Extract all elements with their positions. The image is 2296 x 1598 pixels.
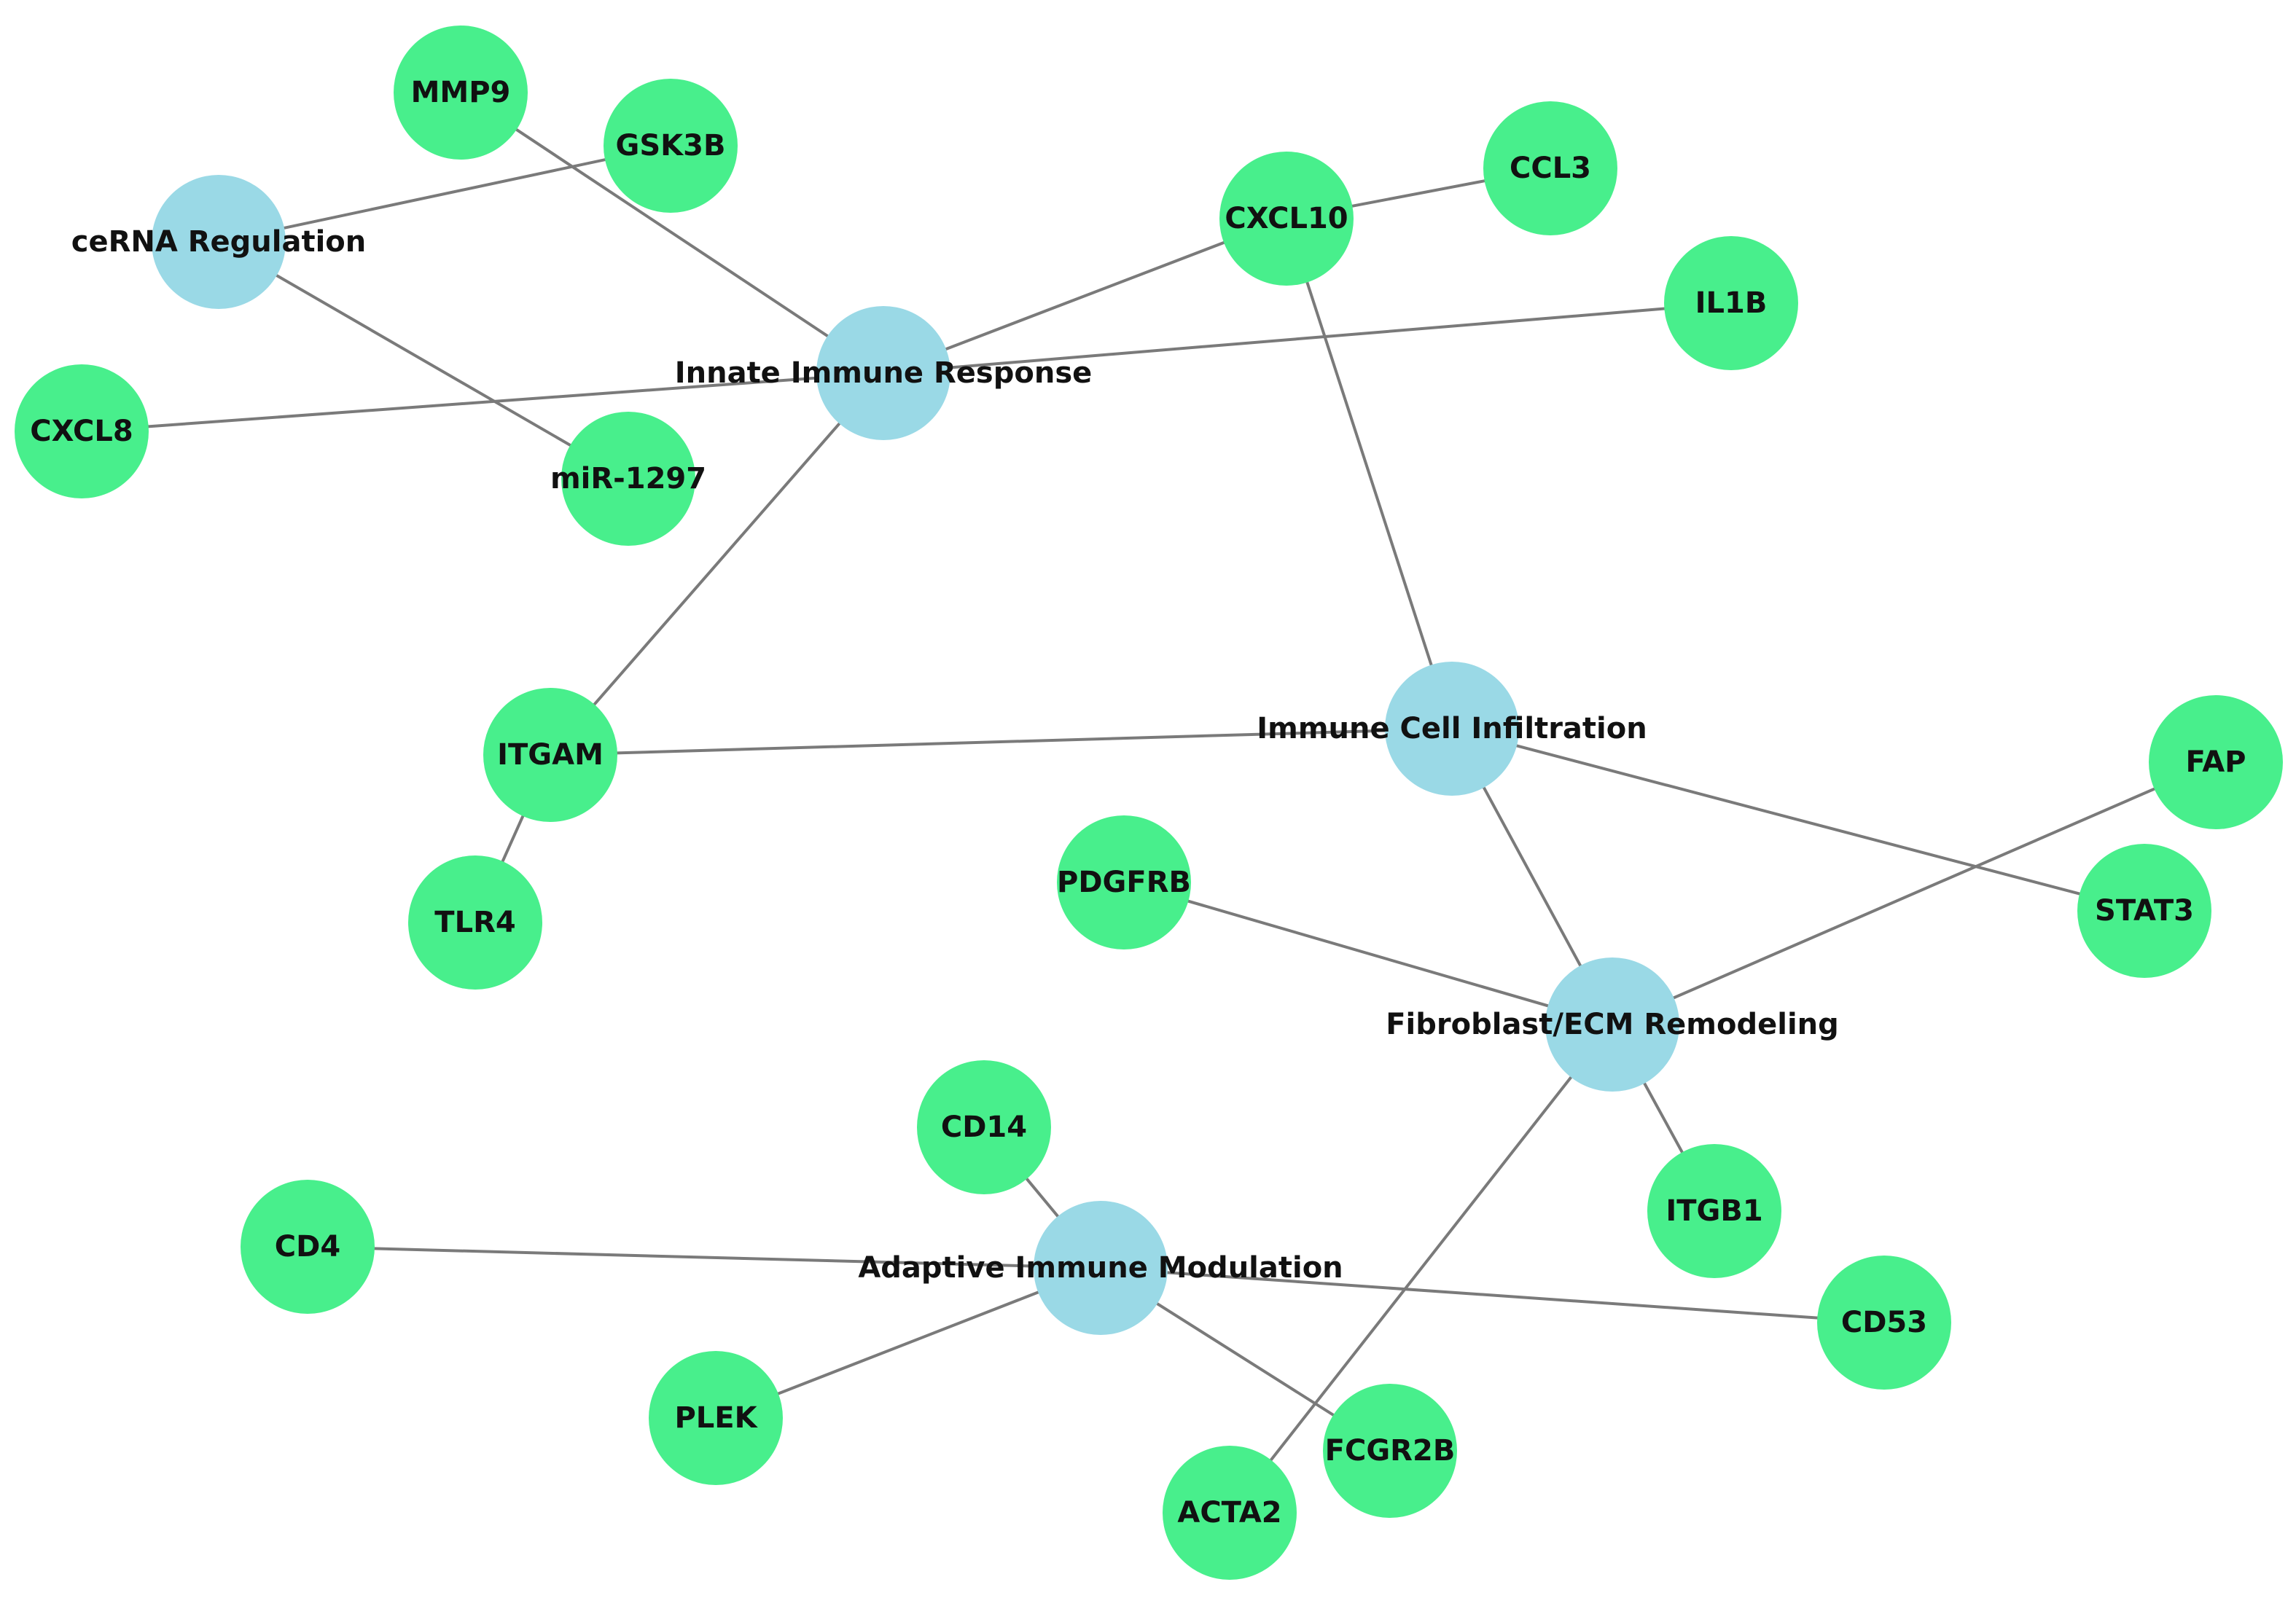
node-label-stat3: STAT3 — [2095, 894, 2194, 928]
node-label-itgam: ITGAM — [497, 738, 604, 772]
edge-innate-cxcl8 — [81, 372, 884, 433]
node-pdgfrb-gene — [1057, 815, 1191, 949]
node-label-acta2: ACTA2 — [1177, 1496, 1281, 1530]
node-label-infiltration: Immune Cell Infiltration — [1257, 712, 1647, 745]
node-itgb1-gene — [1647, 1144, 1781, 1278]
node-cerna-hub — [152, 175, 286, 309]
edge-itgam-infiltration — [550, 727, 1453, 756]
node-gsk3b-gene — [604, 79, 738, 213]
node-label-cxcl10: CXCL10 — [1225, 202, 1348, 235]
edge-innate-mmp9 — [459, 91, 885, 375]
node-fibro-hub — [1545, 957, 1679, 1092]
node-label-cd14: CD14 — [941, 1111, 1027, 1144]
node-label-gsk3b: GSK3B — [616, 129, 726, 162]
node-cd14-gene — [917, 1060, 1051, 1194]
node-label-itgb1: ITGB1 — [1666, 1194, 1762, 1228]
node-stat3-gene — [2077, 844, 2211, 978]
node-label-cd53: CD53 — [1841, 1306, 1927, 1339]
node-ccl3-gene — [1483, 101, 1617, 235]
node-label-pdgfrb: PDGFRB — [1057, 866, 1191, 899]
node-label-fcgr2b: FCGR2B — [1325, 1434, 1456, 1468]
edge-cerna-mir1297 — [217, 240, 630, 480]
node-cd4-gene — [241, 1180, 375, 1314]
node-mir1297-gene — [561, 412, 695, 546]
node-acta2-gene — [1163, 1446, 1297, 1580]
node-cd53-gene — [1817, 1256, 1951, 1390]
node-infiltration-hub — [1385, 662, 1519, 796]
edge-cxcl10-infiltration — [1285, 218, 1453, 729]
edge-fibro-acta2 — [1228, 1023, 1614, 1514]
node-fcgr2b-gene — [1323, 1384, 1457, 1518]
edge-cerna-gsk3b — [218, 144, 671, 243]
node-innate-hub — [816, 306, 950, 440]
node-label-tlr4: TLR4 — [434, 906, 515, 939]
edge-fibro-fap — [1612, 761, 2217, 1026]
node-label-innate: Innate Immune Response — [675, 356, 1093, 390]
edge-innate-cxcl10 — [883, 217, 1287, 375]
edge-innate-itgam — [549, 372, 885, 756]
node-plek-gene — [649, 1351, 783, 1485]
edge-innate-il1b — [883, 302, 1732, 375]
edge-adaptive-cd53 — [1100, 1266, 1885, 1324]
edge-adaptive-plek — [715, 1266, 1101, 1419]
node-label-adaptive: Adaptive Immune Modulation — [858, 1251, 1343, 1285]
node-label-mir1297: miR-1297 — [550, 462, 706, 496]
node-label-il1b: IL1B — [1695, 286, 1768, 320]
node-cxcl10-gene — [1219, 152, 1354, 286]
node-il1b-gene — [1664, 236, 1798, 370]
node-tlr4-gene — [408, 855, 542, 990]
node-label-cerna: ceRNA Regulation — [71, 225, 367, 259]
node-fap-gene — [2149, 695, 2283, 829]
edge-fibro-pdgfrb — [1123, 881, 1613, 1026]
edge-infiltration-stat3 — [1451, 727, 2145, 912]
edge-adaptive-cd4 — [307, 1245, 1101, 1269]
node-label-cxcl8: CXCL8 — [30, 415, 133, 448]
node-label-mmp9: MMP9 — [411, 76, 511, 109]
node-adaptive-hub — [1034, 1201, 1168, 1335]
node-label-plek: PLEK — [674, 1401, 758, 1435]
node-label-cd4: CD4 — [275, 1230, 340, 1264]
node-cxcl8-gene — [15, 364, 149, 498]
node-itgam-gene — [483, 688, 617, 822]
node-label-ccl3: CCL3 — [1510, 152, 1591, 185]
node-label-fap: FAP — [2185, 745, 2246, 779]
node-mmp9-gene — [394, 26, 528, 160]
node-label-fibro: Fibroblast/ECM Remodeling — [1386, 1008, 1839, 1041]
